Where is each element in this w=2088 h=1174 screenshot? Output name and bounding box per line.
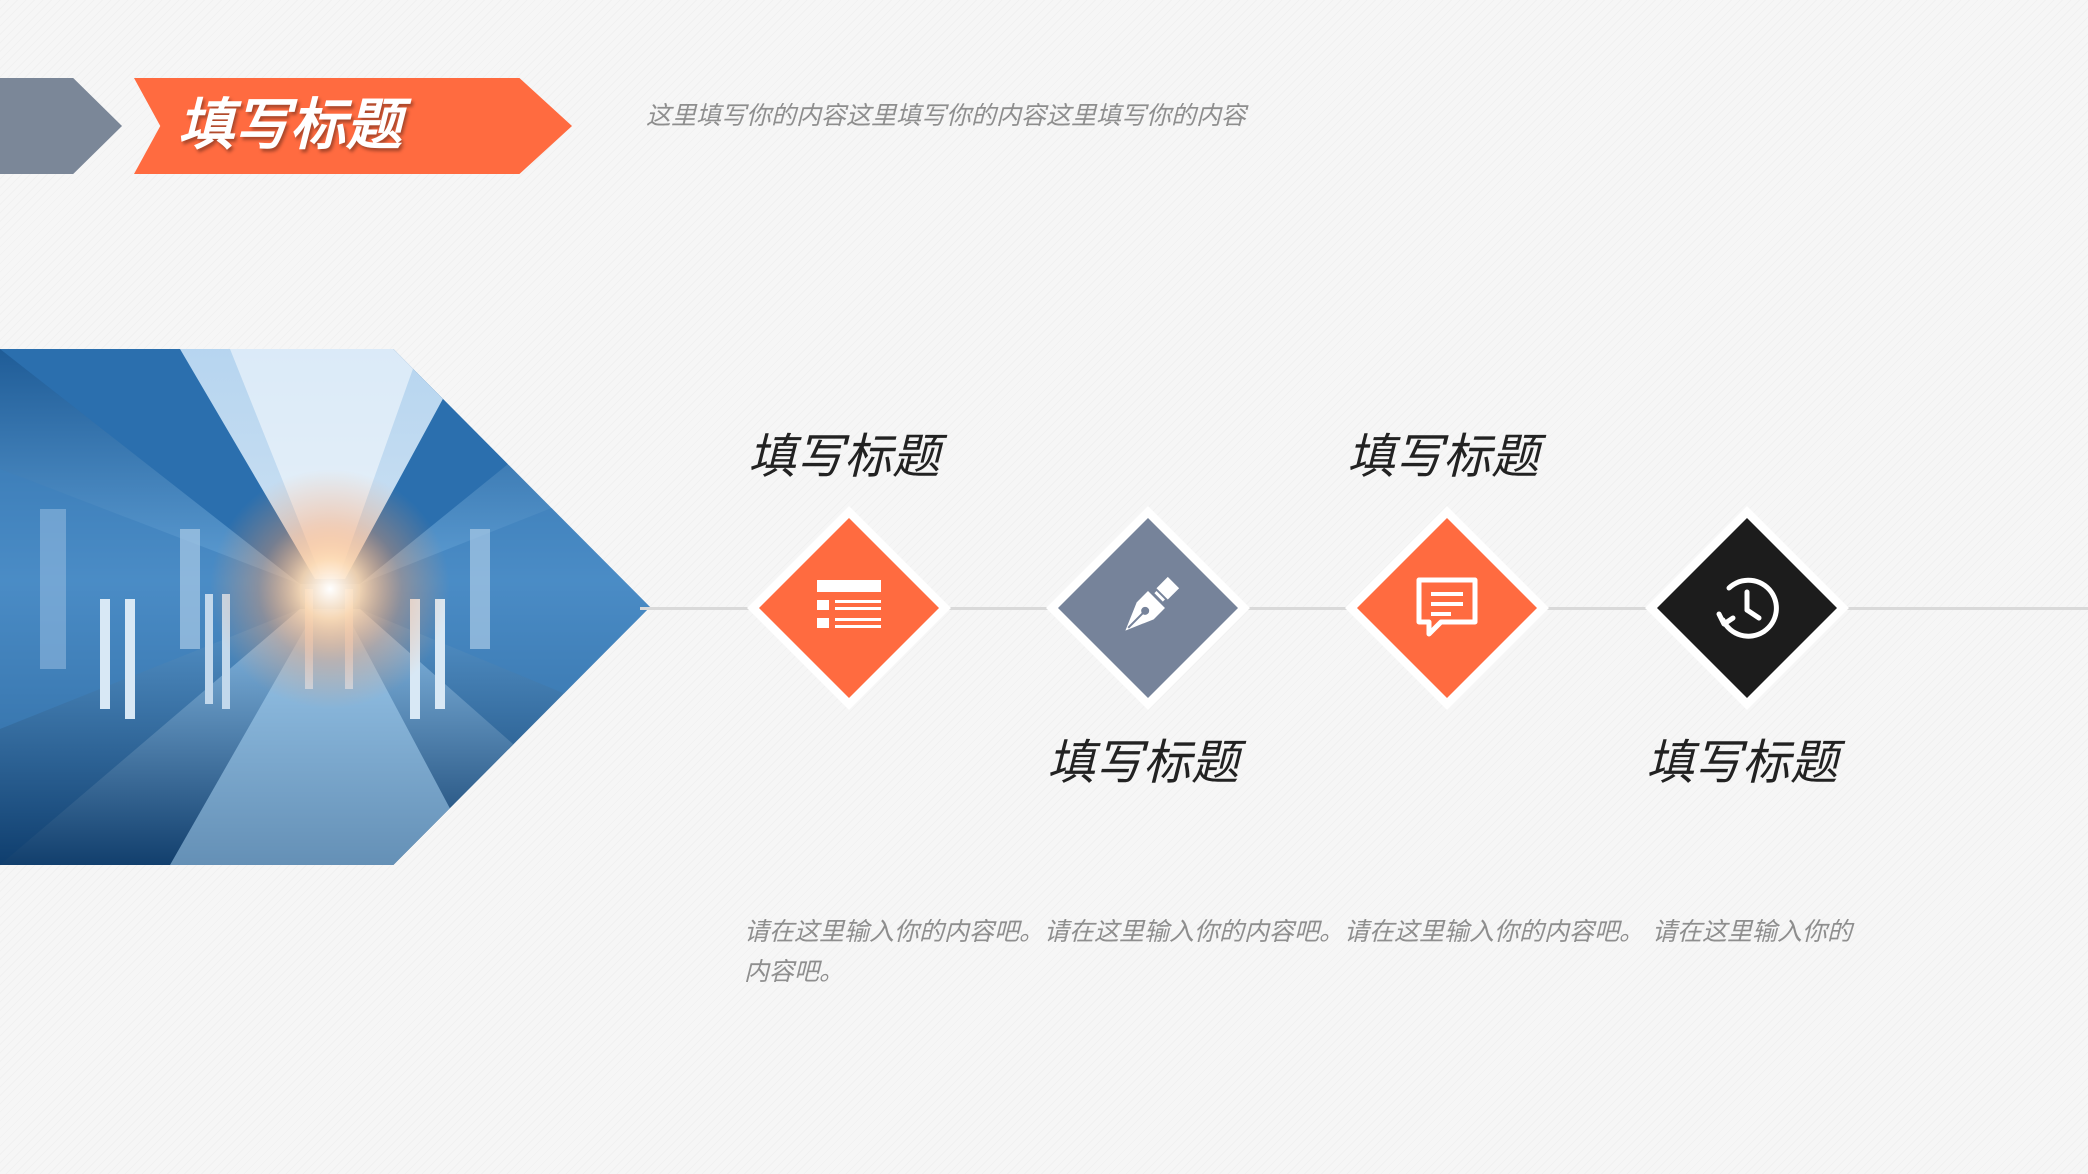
step-1-title: 填写标题 bbox=[748, 429, 941, 485]
text-lines-icon bbox=[817, 580, 881, 628]
step-4-diamond bbox=[1645, 506, 1849, 710]
step-3-diamond bbox=[1345, 506, 1549, 710]
page-title: 填写标题 bbox=[178, 93, 402, 158]
page-subtitle: 这里填写你的内容这里填写你的内容这里填写你的内容 bbox=[646, 101, 1247, 130]
description-text: 请在这里输入你的内容吧。请在这里输入你的内容吧。请在这里输入你的内容吧。 请在这… bbox=[744, 917, 1852, 986]
chat-bubble-icon bbox=[1416, 577, 1478, 637]
step-4-title: 填写标题 bbox=[1646, 735, 1839, 791]
pen-nib-icon bbox=[1125, 576, 1180, 631]
airport-corridor-photo bbox=[0, 349, 650, 865]
header-gray-arrow bbox=[0, 78, 122, 174]
step-2-diamond bbox=[1046, 506, 1250, 710]
step-2-title: 填写标题 bbox=[1047, 735, 1240, 791]
step-3-title: 填写标题 bbox=[1347, 429, 1540, 485]
header-orange-banner bbox=[134, 78, 572, 174]
step-1-diamond bbox=[747, 506, 951, 710]
clock-refresh-icon bbox=[1716, 577, 1779, 639]
